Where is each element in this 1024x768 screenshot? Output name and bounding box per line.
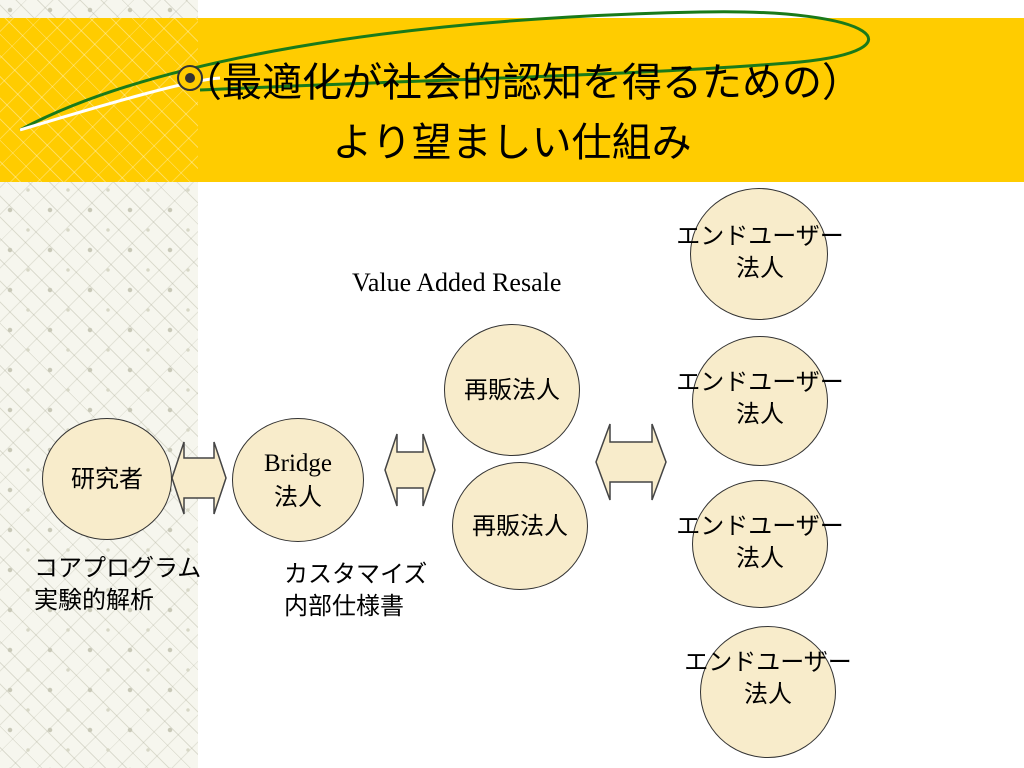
double-arrow-bridge-reseller [384, 433, 436, 507]
double-arrow-researcher-bridge [171, 441, 227, 515]
end-user-node-1 [690, 188, 828, 320]
reseller-label-1: 再販法人 [464, 375, 560, 404]
bridge-label-en: Bridge [263, 449, 333, 477]
reseller-node-2: 再販法人 [452, 462, 588, 590]
bridge-label-jp: 法人 [274, 482, 322, 511]
researcher-label: 研究者 [71, 464, 143, 493]
end-user-node-3 [692, 480, 828, 608]
researcher-caption: コアプログラム 実験的解析 [34, 554, 202, 615]
double-arrow-reseller-enduser [595, 423, 667, 501]
title-line-1: （最適化が社会的認知を得るための） [182, 60, 862, 106]
bridge-caption: カスタマイズ 内部仕様書 [284, 560, 428, 621]
end-user-node-4 [700, 626, 836, 758]
end-user-label-2: エンドユーザー 法人 [676, 368, 844, 429]
title-line-2: より望ましい仕組み [332, 120, 692, 166]
title-band-pattern [0, 18, 198, 182]
end-user-label-3: エンドユーザー 法人 [676, 512, 844, 573]
end-user-node-2 [692, 336, 828, 466]
swoosh-decoration [19, 10, 870, 132]
reseller-node-1: 再販法人 [444, 324, 580, 456]
end-user-label-1: エンドユーザー 法人 [676, 222, 844, 283]
value-added-resale-label: Value Added Resale [352, 268, 562, 297]
title-band [0, 18, 1024, 182]
bridge-node: Bridge 法人 [232, 418, 364, 542]
end-user-label-4: エンドユーザー 法人 [684, 648, 852, 709]
reseller-label-2: 再販法人 [472, 511, 568, 540]
researcher-node: 研究者 [42, 418, 172, 540]
